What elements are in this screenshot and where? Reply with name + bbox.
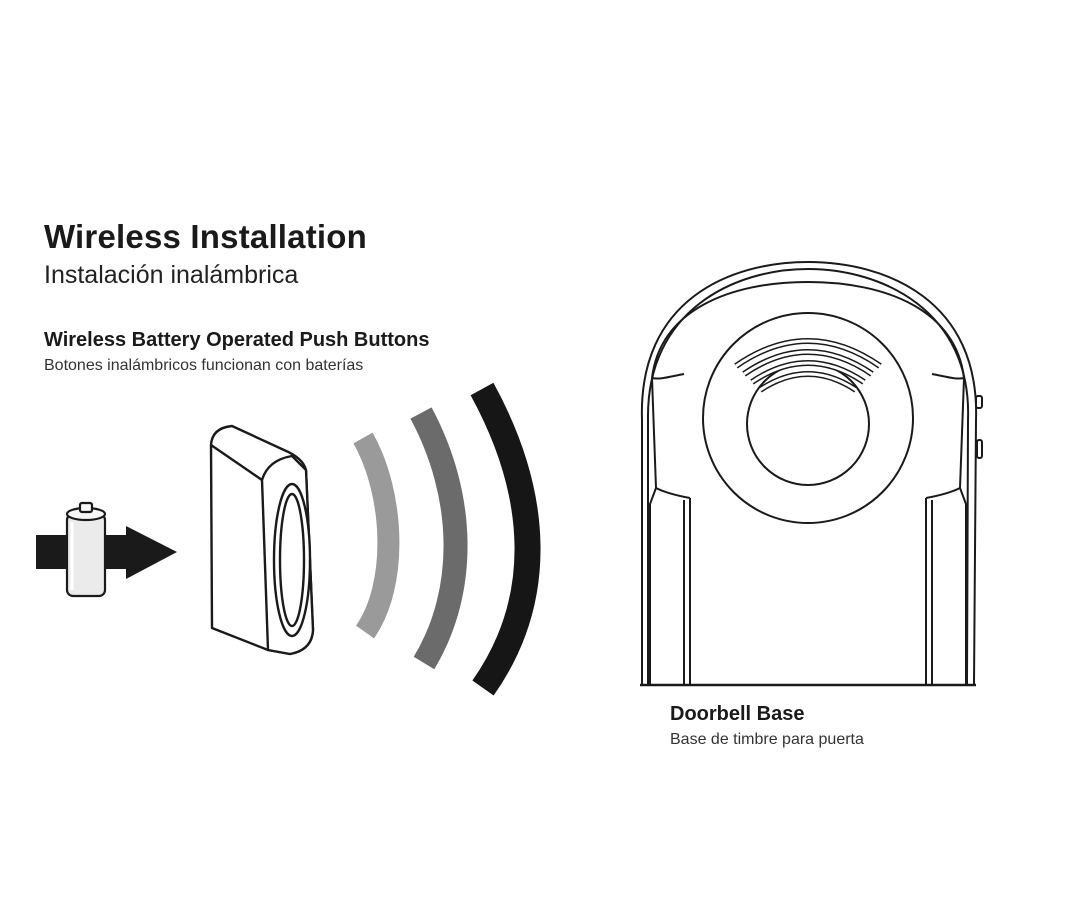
push-button-label-es: Botones inalámbricos funcionan con bater…	[44, 357, 364, 374]
diagram-subtitle: Instalación inalámbrica	[44, 261, 299, 289]
push-button-icon	[209, 424, 315, 656]
doorbell-base-label: Doorbell Base	[670, 703, 805, 725]
battery-icon	[65, 501, 107, 598]
arrow-icon	[36, 526, 177, 579]
push-button-label: Wireless Battery Operated Push Buttons	[44, 329, 430, 351]
diagram-title: Wireless Installation	[44, 218, 368, 255]
doorbell-base-label-es: Base de timbre para puerta	[670, 731, 864, 748]
doorbell-base-icon	[640, 260, 983, 687]
signal-waves-icon	[353, 382, 541, 696]
